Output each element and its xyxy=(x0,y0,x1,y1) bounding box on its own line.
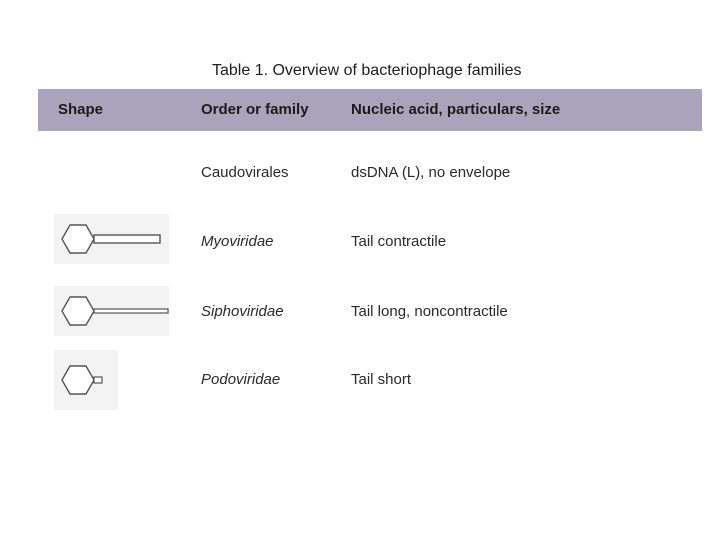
table-row: Caudovirales dsDNA (L), no envelope xyxy=(38,150,702,210)
table-row: Podoviridae Tail short xyxy=(38,348,702,410)
phage-long-tail-icon xyxy=(54,286,169,336)
row-order: Caudovirales xyxy=(201,164,289,181)
header-shape: Shape xyxy=(58,101,104,118)
header-order-or-family: Order or family xyxy=(201,101,309,118)
table-row: Myoviridae Tail contractile xyxy=(38,210,702,270)
row-nucleic-acid: Tail long, noncontractile xyxy=(351,303,508,320)
table-row: Siphoviridae Tail long, noncontractile xyxy=(38,280,702,340)
table-title: Table 1. Overview of bacteriophage famil… xyxy=(212,62,522,79)
table-header: Shape Order or family Nucleic acid, part… xyxy=(38,89,702,131)
row-order: Myoviridae xyxy=(201,233,274,250)
row-order: Siphoviridae xyxy=(201,303,284,320)
row-nucleic-acid: Tail short xyxy=(351,371,412,388)
phage-contractile-tail-icon xyxy=(54,214,169,264)
row-nucleic-acid: dsDNA (L), no envelope xyxy=(351,164,511,181)
phage-short-tail-icon xyxy=(54,350,118,410)
row-order: Podoviridae xyxy=(201,371,281,388)
header-nucleic-acid: Nucleic acid, particulars, size xyxy=(351,101,561,118)
row-nucleic-acid: Tail contractile xyxy=(351,233,447,250)
